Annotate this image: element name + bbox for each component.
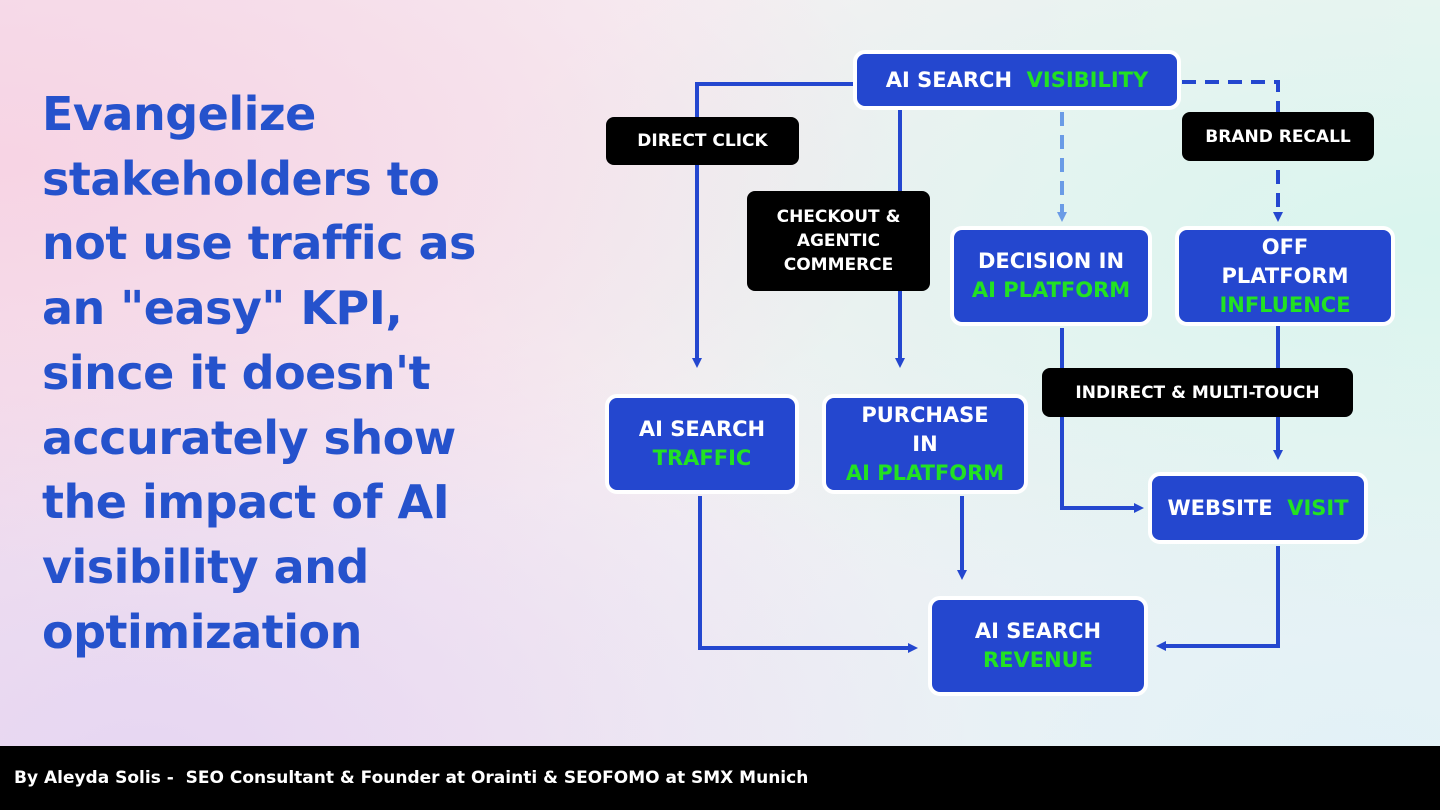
node-label-green: AI PLATFORM bbox=[845, 460, 1005, 485]
headline-line: the impact of AI bbox=[42, 475, 450, 530]
node-label-white: PURCHASE bbox=[861, 402, 989, 427]
edge-label-direct-click: DIRECT CLICK bbox=[606, 117, 799, 165]
node-label-white: OFF bbox=[1261, 234, 1309, 259]
node-purchase-in-ai-platform: PURCHASE IN AI PLATFORM bbox=[822, 394, 1028, 494]
node-ai-search-traffic: AI SEARCH TRAFFIC bbox=[605, 394, 799, 494]
node-label-green: REVENUE bbox=[982, 648, 1094, 672]
arrow-traffic-to-revenue bbox=[698, 496, 918, 653]
edge-label-brand-recall: BRAND RECALL bbox=[1182, 112, 1374, 161]
node-label-green: AI PLATFORM bbox=[971, 278, 1131, 302]
node-label-green: INFLUENCE bbox=[1219, 292, 1351, 317]
headline-line: since it doesn't bbox=[42, 345, 431, 400]
headline-line: an "easy" KPI, bbox=[42, 281, 403, 336]
footer-credit-text: By Aleyda Solis - SEO Consultant & Found… bbox=[14, 768, 809, 788]
node-ai-search-revenue: AI SEARCH REVENUE bbox=[928, 596, 1148, 696]
node-label-green: VISIT bbox=[1287, 495, 1349, 520]
node-label-white: AI SEARCH bbox=[974, 619, 1102, 643]
arrow-decision-to-website bbox=[1060, 328, 1144, 513]
node-label-white: AI SEARCH bbox=[638, 417, 766, 441]
headline-line: Evangelize bbox=[42, 87, 316, 141]
arrow-visibility-to-traffic bbox=[692, 82, 856, 368]
node-label-white: WEBSITE bbox=[1167, 495, 1273, 520]
node-label-white: AI SEARCH bbox=[885, 67, 1013, 92]
edge-label-indirect-multi-touch: INDIRECT & MULTI-TOUCH bbox=[1042, 368, 1353, 417]
node-label-white: IN bbox=[912, 431, 938, 456]
headline-line: visibility and bbox=[42, 539, 369, 594]
node-label-white: DECISION IN bbox=[977, 249, 1125, 273]
headline-line: not use traffic as bbox=[42, 216, 476, 271]
node-website-visit: WEBSITE VISIT bbox=[1148, 472, 1368, 544]
headline-line: accurately show bbox=[42, 410, 456, 465]
arrow-website-to-revenue bbox=[1156, 546, 1280, 651]
node-label-green: TRAFFIC bbox=[652, 446, 752, 470]
arrow-visibility-to-off-platform bbox=[1182, 80, 1283, 222]
edge-label-checkout-agentic-commerce: CHECKOUT & AGENTIC COMMERCE bbox=[747, 191, 930, 291]
headline: Evangelize stakeholders to not use traff… bbox=[42, 82, 512, 664]
node-decision-in-ai-platform: DECISION IN AI PLATFORM bbox=[950, 226, 1152, 326]
headline-line: optimization bbox=[42, 604, 362, 659]
node-ai-search-visibility: AI SEARCH VISIBILITY bbox=[853, 50, 1181, 110]
node-label-white: PLATFORM bbox=[1221, 263, 1349, 288]
node-off-platform-influence: OFF PLATFORM INFLUENCE bbox=[1175, 226, 1395, 326]
node-label-green: VISIBILITY bbox=[1026, 67, 1149, 92]
footer-credit-bar: By Aleyda Solis - SEO Consultant & Found… bbox=[0, 746, 1440, 810]
headline-line: stakeholders to bbox=[42, 151, 440, 206]
